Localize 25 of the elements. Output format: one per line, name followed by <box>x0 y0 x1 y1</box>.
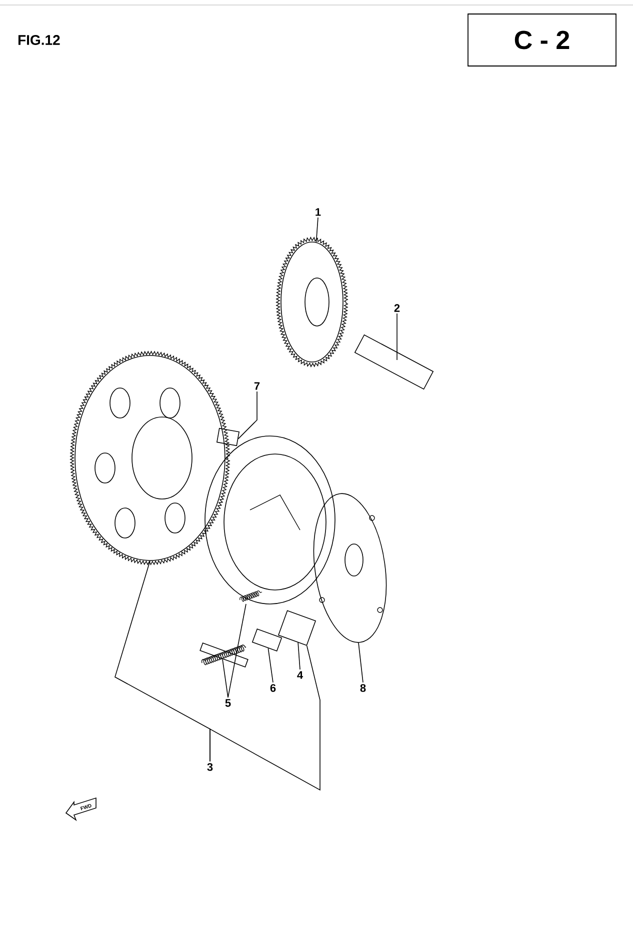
leader-line <box>238 391 258 440</box>
callout-number: 1 <box>316 208 321 216</box>
callout-number: 4 <box>297 671 303 679</box>
callout-number: 8 <box>360 684 366 692</box>
callout-number: 5 <box>225 699 231 707</box>
callout-number: 6 <box>270 684 276 692</box>
section-code-box: C - 2 <box>468 14 616 66</box>
clutch-housing-drawing <box>204 436 336 604</box>
plate-drawing <box>313 493 387 643</box>
starter-gear-drawing <box>70 350 230 566</box>
callout-number: 2 <box>394 304 400 312</box>
leader-line <box>316 217 318 243</box>
leader-line <box>228 604 246 698</box>
spring-drawing <box>200 642 248 668</box>
leader-line <box>358 642 364 683</box>
callout-number: 3 <box>207 763 213 771</box>
leader-line <box>222 658 228 698</box>
leader-line <box>396 313 398 360</box>
idle-gear-drawing <box>276 236 348 368</box>
callout-number: 7 <box>254 382 260 390</box>
leader-line <box>298 642 300 670</box>
leader-line <box>210 645 320 791</box>
figure-title: FIG.12 <box>18 35 60 45</box>
shaft-drawing <box>354 334 434 390</box>
leader-line <box>268 648 274 683</box>
